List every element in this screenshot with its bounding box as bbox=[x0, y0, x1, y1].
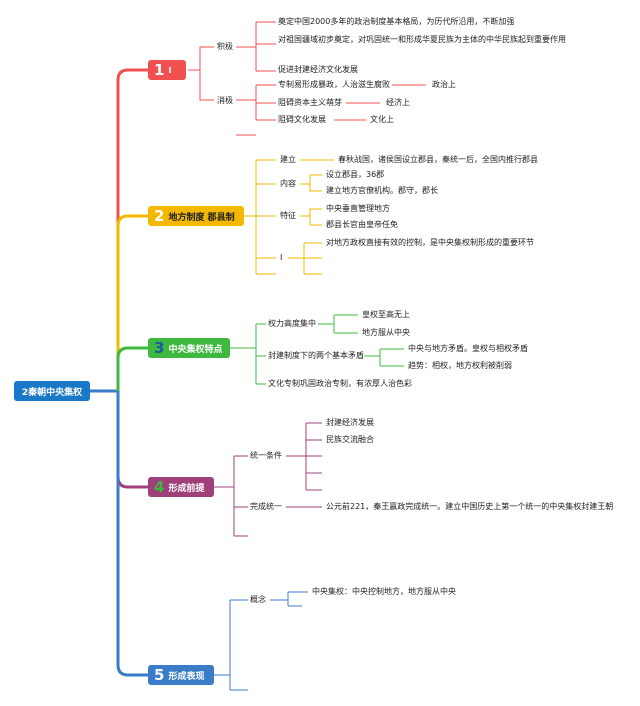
topic-node-1[interactable]: 1 I bbox=[148, 60, 186, 80]
node-1-positive[interactable]: 积极 bbox=[217, 42, 233, 51]
negative-tag-2[interactable]: 经济上 bbox=[386, 98, 410, 107]
node-5-concept[interactable]: 概念 bbox=[250, 595, 266, 604]
node-3-power[interactable]: 权力高度集中 bbox=[268, 319, 316, 328]
positive-item-3[interactable]: 促进封建经济文化发展 bbox=[278, 65, 358, 74]
power-item-2[interactable]: 地方服从中央 bbox=[362, 328, 410, 337]
content-item-2[interactable]: 建立地方官僚机构。郡守，郡长 bbox=[326, 186, 438, 195]
topic-number: 1 bbox=[154, 61, 165, 79]
complete-text[interactable]: 公元前221，秦王嬴政完成统一。建立中国历史上第一个统一的中央集权封建王朝 bbox=[326, 502, 614, 511]
feature-item-2[interactable]: 郡县长官由皇帝任免 bbox=[326, 220, 398, 229]
negative-item-3[interactable]: 阻碍文化发展 bbox=[278, 115, 326, 124]
node-4-complete[interactable]: 完成统一 bbox=[250, 502, 282, 511]
feature-item-1[interactable]: 中央垂直管理地方 bbox=[326, 204, 390, 213]
topic-node-4[interactable]: 4 形成前提 bbox=[148, 477, 214, 497]
negative-tag-3[interactable]: 文化上 bbox=[370, 115, 394, 124]
negative-item-1[interactable]: 专制易形成暴政，人治滋生腐败 bbox=[278, 80, 390, 89]
node-3-contradiction[interactable]: 封建制度下的两个基本矛盾 bbox=[268, 351, 364, 360]
negative-tag-1[interactable]: 政治上 bbox=[432, 80, 456, 89]
node-2-establish[interactable]: 建立 bbox=[280, 155, 296, 164]
topic-label: 形成表现 bbox=[168, 671, 205, 682]
node-1-negative[interactable]: 消极 bbox=[217, 96, 233, 105]
establish-text[interactable]: 春秋战国，诸侯国设立郡县，秦统一后，全国内推行郡县 bbox=[338, 155, 538, 164]
topic-node-2[interactable]: 2 地方制度 郡县制 bbox=[148, 206, 244, 226]
node-3-culture[interactable]: 文化专制巩固政治专制，有浓厚人治色彩 bbox=[268, 379, 412, 388]
topic-label: 中央集权特点 bbox=[168, 344, 223, 355]
power-item-1[interactable]: 皇权至高无上 bbox=[362, 310, 410, 319]
content-item-1[interactable]: 设立郡县，36郡 bbox=[326, 170, 385, 179]
node-2-feature[interactable]: 特征 bbox=[280, 211, 296, 220]
contradiction-item-1[interactable]: 中央与地方矛盾。皇权与相权矛盾 bbox=[408, 344, 528, 353]
root-topic[interactable]: 2秦朝中央集权 bbox=[14, 381, 90, 401]
topic-label: I bbox=[168, 65, 172, 75]
node-2-content[interactable]: 内容 bbox=[280, 179, 296, 188]
node-4-conditions[interactable]: 统一条件 bbox=[250, 451, 282, 460]
topic-node-5[interactable]: 5 形成表现 bbox=[148, 665, 214, 685]
contradiction-item-2[interactable]: 趋势：相权，地方权利被削弱 bbox=[408, 361, 512, 370]
negative-item-2[interactable]: 阻碍资本主义萌芽 bbox=[278, 98, 342, 107]
condition-item-2[interactable]: 民族交流融合 bbox=[326, 435, 374, 444]
topic-number: 4 bbox=[154, 478, 165, 496]
positive-item-2[interactable]: 对祖国疆域初步奠定，对巩固统一和形成华夏民族为主体的中华民族起到重要作用 bbox=[278, 35, 566, 44]
i-text[interactable]: 对地方政权直接有效的控制，是中央集权制形成的重要环节 bbox=[326, 238, 534, 247]
topic-number: 5 bbox=[154, 666, 165, 684]
condition-item-1[interactable]: 封建经济发展 bbox=[326, 418, 374, 427]
positive-item-1[interactable]: 奠定中国2000多年的政治制度基本格局，为历代所沿用，不断加强 bbox=[278, 17, 515, 26]
topic-label: 地方制度 郡县制 bbox=[168, 212, 235, 223]
topic-node-3[interactable]: 3 中央集权特点 bbox=[148, 338, 230, 358]
topic-number: 2 bbox=[154, 207, 165, 225]
topic-label: 形成前提 bbox=[168, 483, 205, 494]
concept-text[interactable]: 中央集权：中央控制地方，地方服从中央 bbox=[312, 587, 456, 596]
topic-number: 3 bbox=[154, 339, 165, 357]
node-2-i[interactable]: I bbox=[280, 253, 283, 262]
